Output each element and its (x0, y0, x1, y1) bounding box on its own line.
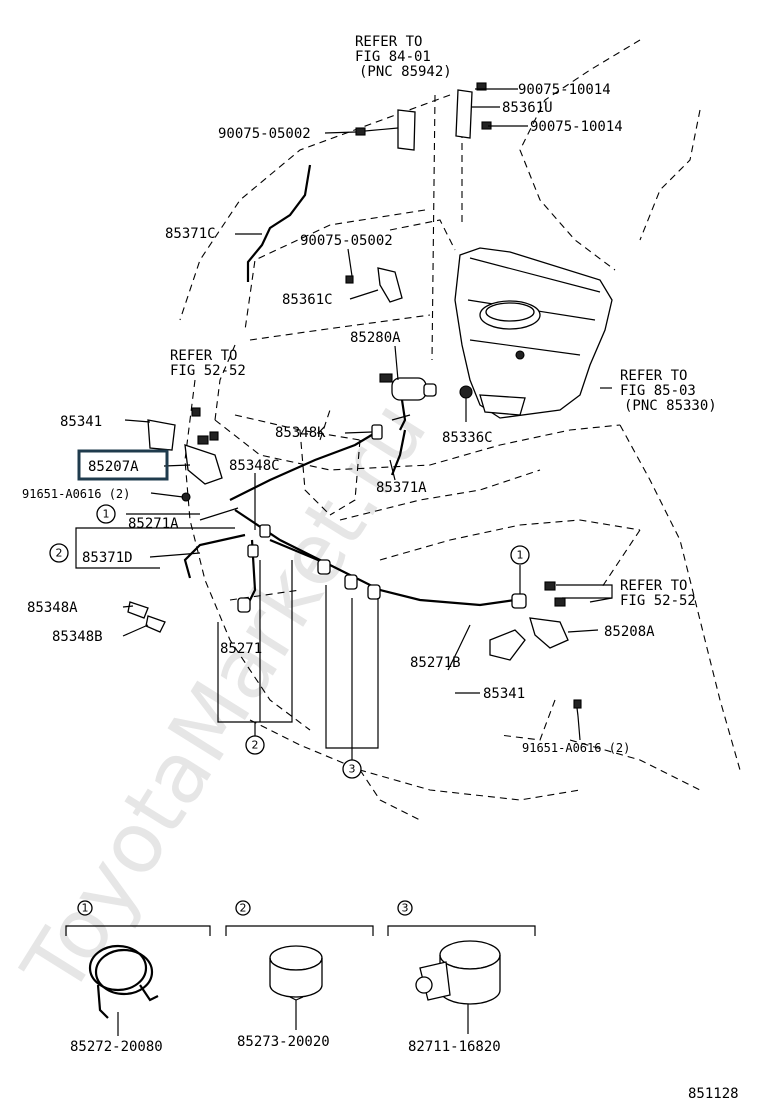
part-label: 85271A (128, 516, 179, 532)
part-label: 85341 (483, 686, 525, 702)
part-label-highlighted: 85207A (88, 459, 139, 475)
part-label: 85208A (604, 624, 655, 640)
part-label: 85348A (27, 600, 78, 616)
callout-circle: 1 (510, 545, 530, 565)
part-label: 85348C (229, 458, 280, 474)
callout-circle: 2 (49, 543, 69, 563)
highlight-box-85207a (77, 449, 169, 481)
washer-tank (454, 247, 613, 419)
refer-note-right-tank: REFER TO FIG 85-03 (PNC 85330) (620, 368, 717, 414)
svg-text:1: 1 (82, 902, 89, 915)
watermark: ToyotaMarket.ru (3, 384, 445, 1011)
callout-circle: 1 (96, 504, 116, 524)
svg-text:REFER TO: REFER TO (620, 368, 687, 384)
svg-text:3: 3 (402, 902, 409, 915)
callout-markers: 1 2 1 2 3 (49, 504, 530, 779)
part-label: 85271 (220, 641, 262, 657)
bracket-85361u (345, 82, 492, 303)
part-label: 90075-10014 (530, 119, 623, 135)
part-label: 85371C (165, 226, 216, 242)
part-label: 90075-10014 (518, 82, 611, 98)
part-label: 85271B (410, 655, 461, 671)
part-label: 90075-05002 (300, 233, 393, 249)
svg-text:REFER TO: REFER TO (620, 578, 687, 594)
bolt-icon (355, 127, 366, 136)
part-label: 85371D (82, 550, 133, 566)
svg-text:85272-20080: 85272-20080 (70, 1039, 163, 1055)
part-label: 85348B (52, 629, 103, 645)
band-clip-icon (269, 945, 323, 1001)
callout-circle: 2 (245, 735, 265, 755)
legend-clip-3: 3 82711-16820 (387, 900, 536, 1055)
svg-text:82711-16820: 82711-16820 (408, 1039, 501, 1055)
svg-text:1: 1 (517, 549, 524, 562)
svg-text:2: 2 (56, 547, 63, 560)
svg-text:FIG 84-01: FIG 84-01 (355, 49, 431, 65)
svg-text:FIG 85-03: FIG 85-03 (620, 383, 696, 399)
svg-text:2: 2 (240, 902, 247, 915)
svg-text:REFER TO: REFER TO (355, 34, 422, 50)
washer-pump-85280a (379, 373, 473, 431)
svg-text:85273-20020: 85273-20020 (237, 1034, 330, 1050)
part-label: 85371A (376, 480, 427, 496)
part-label: 85336C (442, 430, 493, 446)
part-label: 91651-A0616 (2) (522, 741, 630, 755)
svg-text:3: 3 (349, 763, 356, 776)
part-label: 85348K (275, 425, 326, 441)
part-label: 85341 (60, 414, 102, 430)
part-label: 91651-A0616 (2) (22, 487, 130, 501)
svg-text:FIG 52-52: FIG 52-52 (620, 593, 696, 609)
refer-note-left: REFER TO FIG 52-52 (170, 348, 246, 379)
part-label: 90075-05002 (218, 126, 311, 142)
svg-text:(PNC 85330): (PNC 85330) (624, 398, 717, 414)
refer-note-top: REFER TO FIG 84-01 (PNC 85942) (355, 34, 452, 80)
figure-number: 851128 (688, 1086, 739, 1102)
svg-text:REFER TO: REFER TO (170, 348, 237, 364)
legend-clip-1: 1 85272-20080 (65, 900, 211, 1055)
leader-lines (122, 88, 613, 741)
svg-text:FIG 52-52: FIG 52-52 (170, 363, 246, 379)
headlamp-nozzle-left (127, 407, 223, 633)
hose-85371c (246, 164, 312, 282)
callout-circle: 3 (342, 759, 362, 779)
svg-text:2: 2 (252, 739, 259, 752)
headlamp-nozzle-right (489, 581, 582, 717)
hose-network (183, 414, 527, 613)
bracket-clip-icon (415, 940, 501, 1005)
part-labels: 90075-10014 85361U 90075-10014 90075-050… (22, 82, 655, 755)
svg-text:(PNC 85942): (PNC 85942) (359, 64, 452, 80)
svg-text:1: 1 (103, 508, 110, 521)
bolt-icon (476, 82, 487, 91)
vehicle-body-outline (179, 39, 741, 821)
part-label: 85361C (282, 292, 333, 308)
group-brackets (75, 527, 379, 760)
part-label: 85280A (350, 330, 401, 346)
spring-clip-icon (88, 944, 159, 1019)
part-label: 85361U (502, 100, 553, 116)
refer-note-right-lower: REFER TO FIG 52-52 (620, 578, 696, 609)
legend-clip-2: 2 85273-20020 (225, 900, 374, 1050)
